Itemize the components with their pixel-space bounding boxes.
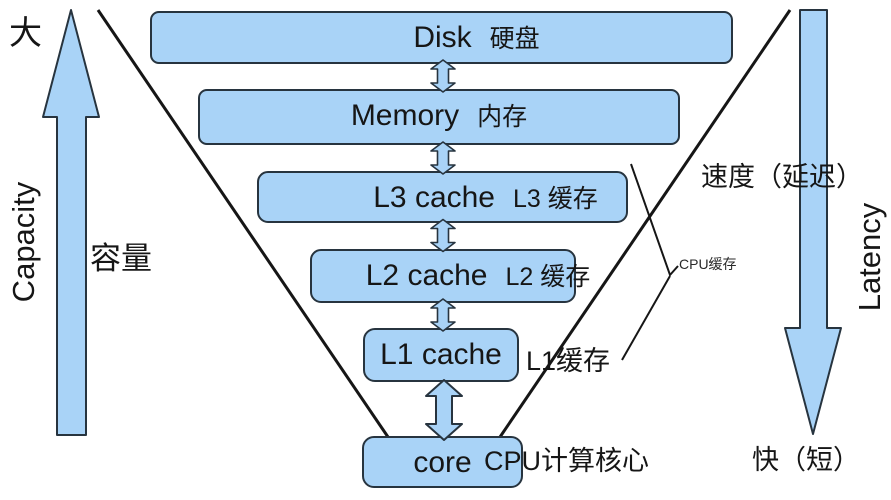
disk-label-zh: 硬盘 — [489, 25, 540, 53]
l1-cache-label: L1 cache — [380, 338, 502, 371]
core-label: core — [413, 446, 472, 479]
l3-cache-label: L3 cache — [373, 181, 495, 214]
l2-cache-box: L2 cache L2 缓存 — [310, 249, 590, 303]
memory-label-zh: 内存 — [477, 103, 528, 131]
memory-l3-arrow — [430, 141, 456, 175]
l3-cache-box: L3 cache L3 缓存 — [257, 171, 628, 223]
l2-cache-label-zh: L2 缓存 — [505, 263, 591, 291]
l3-l2-arrow — [430, 218, 456, 253]
funnel-left-line — [96, 9, 390, 438]
latency-fast-label-zh: 快（短） — [752, 445, 860, 475]
memory-box: Memory 内存 — [198, 89, 680, 145]
l1-cache-outside-label-zh: L1缓存 — [526, 346, 611, 376]
disk-memory-arrow — [430, 59, 456, 93]
latency-down-arrow — [784, 9, 842, 435]
capacity-up-arrow — [42, 9, 100, 436]
l2-l1-arrow — [430, 298, 456, 332]
cpu-cache-bracket-upper-line — [630, 163, 679, 277]
capacity-big-label: 大 — [9, 14, 42, 51]
latency-label-zh: 速度（延迟） — [701, 162, 863, 192]
l1-core-arrow — [425, 379, 463, 441]
core-outside-label-zh: CPU计算核心 — [484, 446, 650, 476]
core-box: core — [362, 436, 523, 488]
disk-box: Disk 硬盘 — [150, 11, 733, 64]
disk-label: Disk — [413, 21, 472, 54]
l1-cache-box: L1 cache — [363, 328, 519, 382]
capacity-label-zh: 容量 — [90, 241, 152, 276]
memory-label: Memory — [350, 99, 460, 132]
l2-cache-label: L2 cache — [365, 259, 488, 292]
cpu-cache-group-label: CPU缓存 — [679, 256, 737, 272]
l3-cache-label-zh: L3 缓存 — [513, 185, 598, 213]
cpu-cache-bracket-lower-line — [621, 275, 671, 361]
funnel-right-line — [498, 9, 792, 438]
